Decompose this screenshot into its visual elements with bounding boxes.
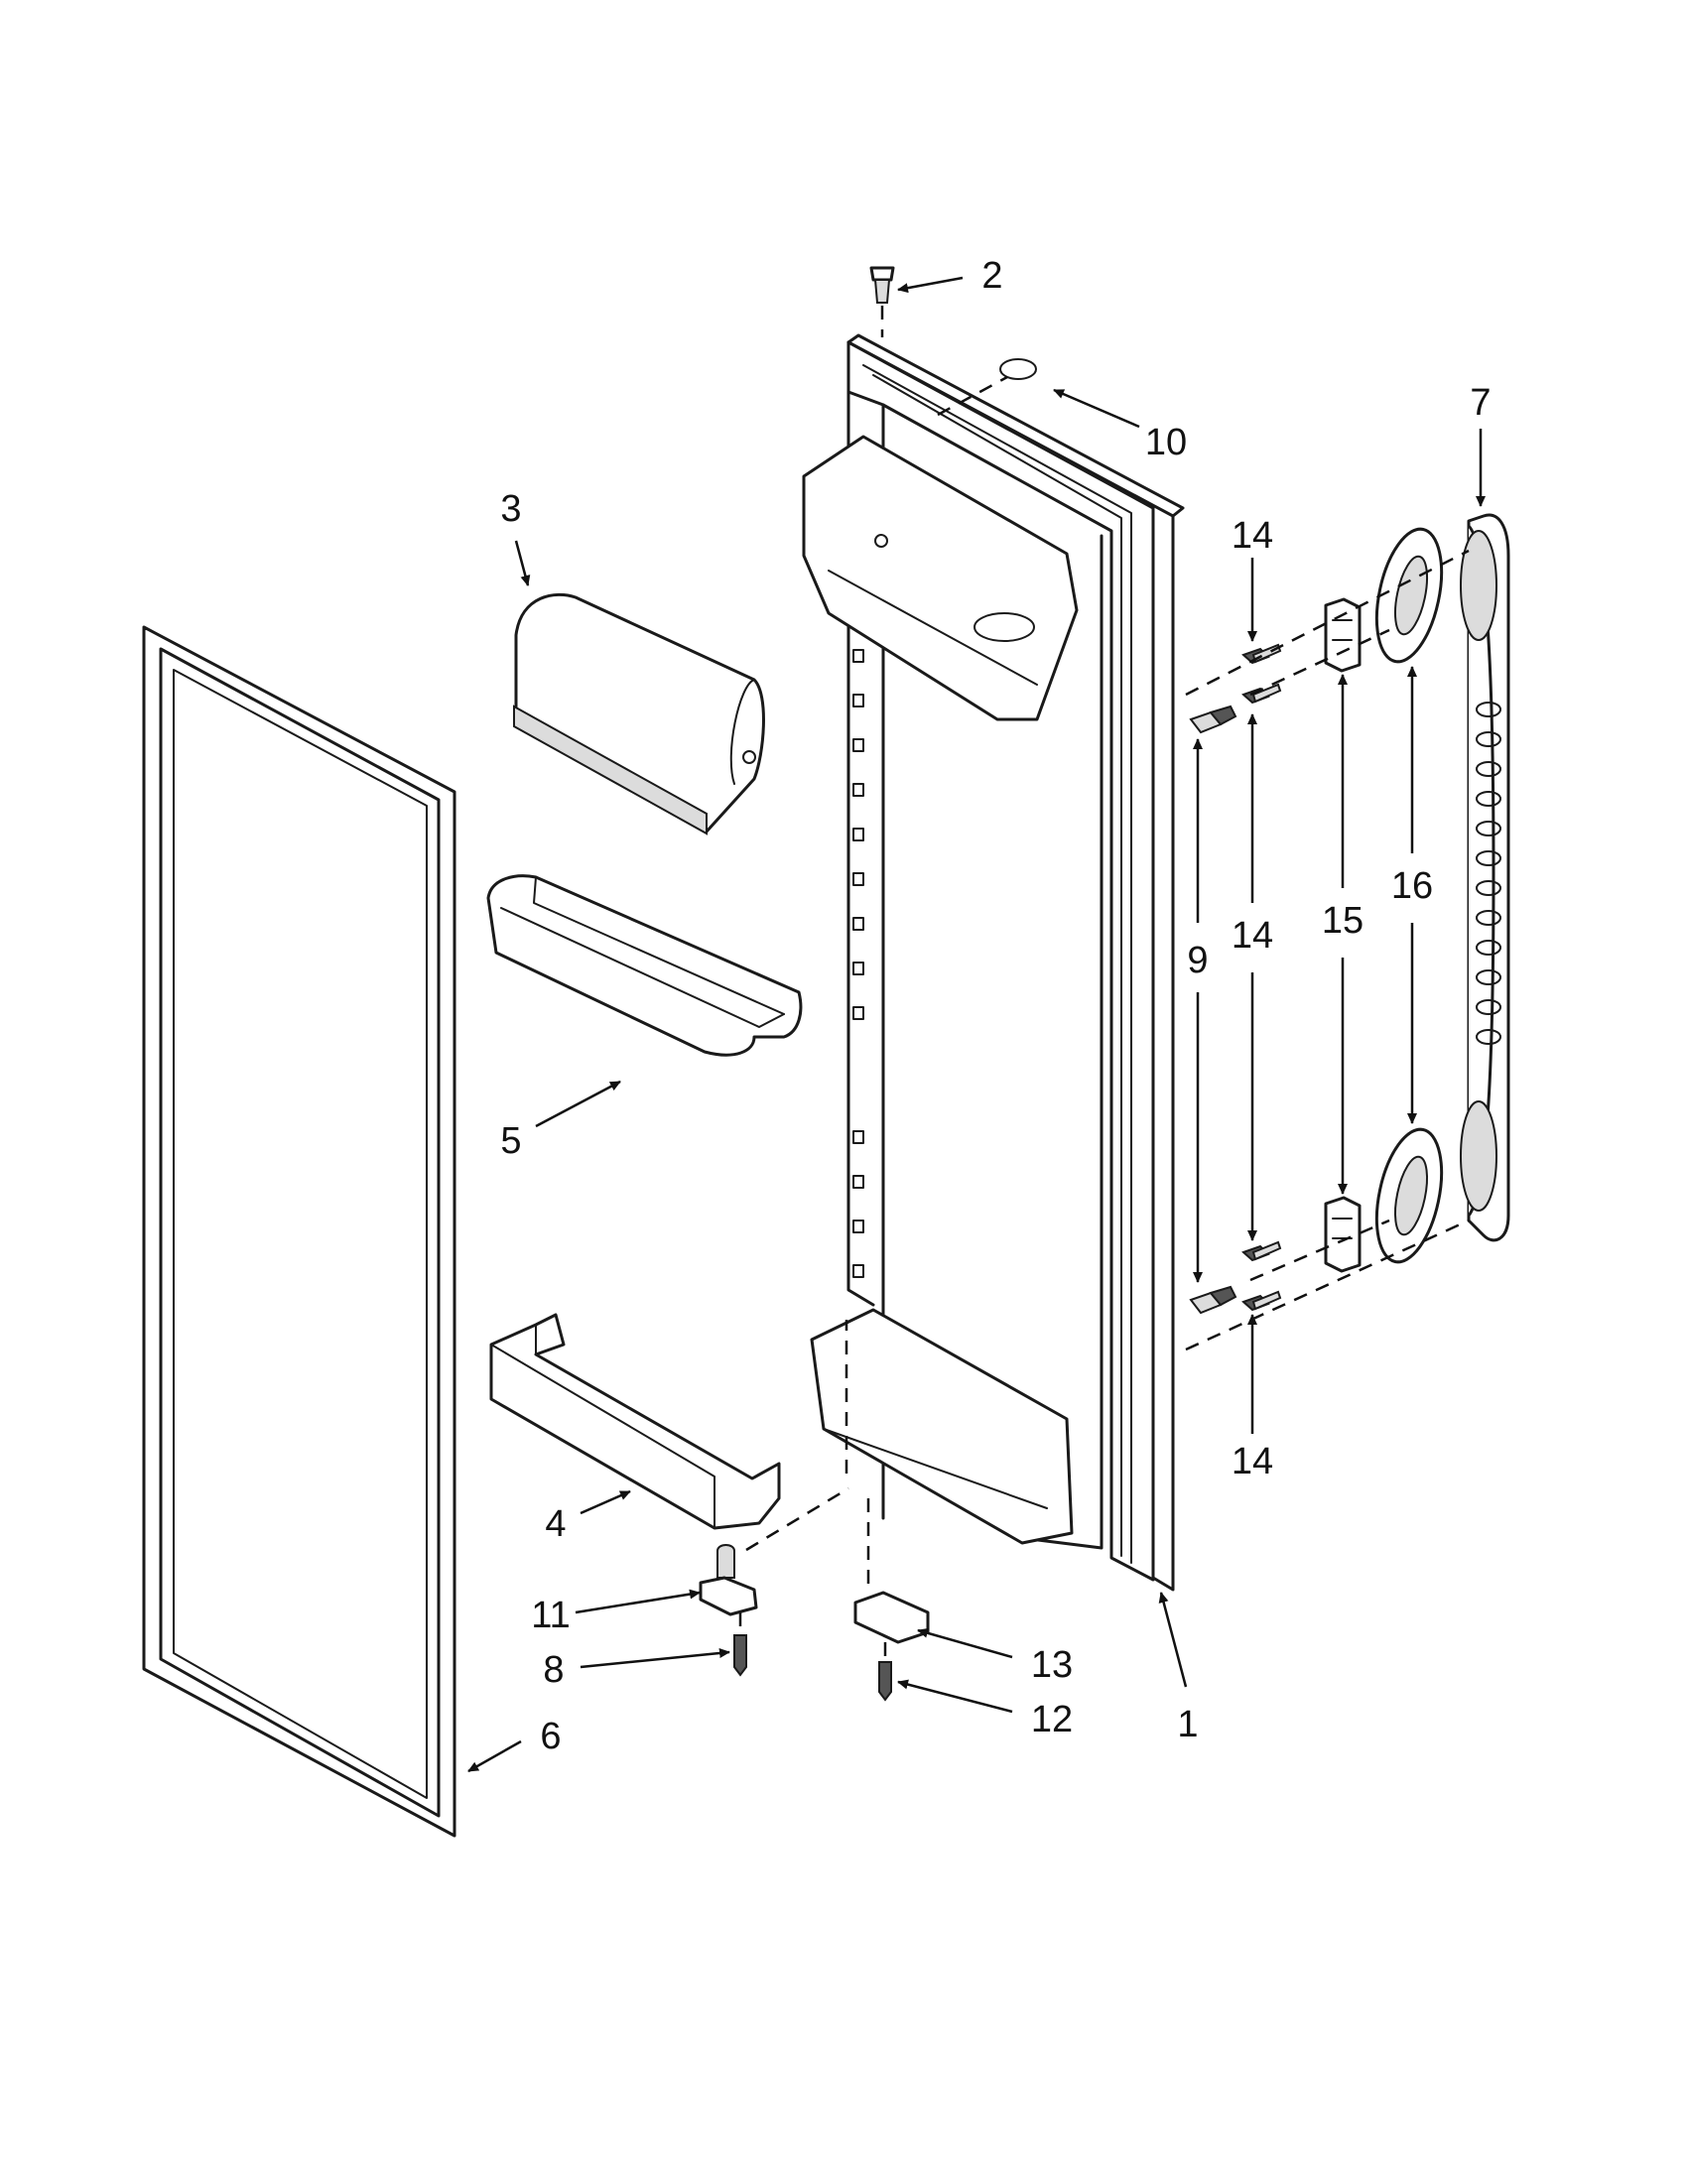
callout-16: 16 — [1391, 865, 1433, 907]
leader-11 — [575, 1589, 701, 1614]
handle-end-cap-bottom — [1374, 1127, 1444, 1264]
leader-6 — [467, 1739, 522, 1773]
door-shelf-supports — [852, 649, 864, 1278]
leader-5 — [535, 1080, 621, 1128]
callout-14-bottom: 14 — [1232, 1441, 1273, 1482]
lower-hinge — [699, 1544, 758, 1616]
callout-11: 11 — [531, 1595, 570, 1636]
leader-1 — [1158, 1592, 1188, 1688]
callout-15: 15 — [1322, 900, 1363, 942]
hinge-bracket — [853, 1591, 930, 1644]
dairy-door — [513, 592, 765, 835]
leader-4 — [580, 1489, 631, 1515]
callout-1: 1 — [1177, 1704, 1198, 1745]
leader-12 — [897, 1679, 1013, 1714]
handle-screw-top-2 — [1241, 683, 1282, 705]
callout-12: 12 — [1031, 1699, 1073, 1740]
door-bin — [486, 874, 803, 1057]
handle-stud-bottom — [1189, 1285, 1237, 1315]
door-shelf — [489, 1313, 781, 1530]
handle-stud-top — [1189, 705, 1237, 734]
callout-5: 5 — [500, 1120, 521, 1162]
handle-bracket-top — [1324, 597, 1362, 673]
handle-screw-bottom-1 — [1241, 1240, 1282, 1262]
door-bottom-shelf — [810, 1308, 1074, 1545]
callout-2: 2 — [981, 255, 1002, 297]
door-plug — [869, 266, 895, 304]
door-o-ring — [999, 358, 1037, 380]
callout-3: 3 — [500, 488, 521, 530]
leader-2 — [897, 276, 964, 294]
leader-8 — [580, 1648, 730, 1669]
door-gasket — [142, 625, 456, 1838]
handle-end-cap-top — [1374, 527, 1444, 664]
hinge-screw — [733, 1634, 747, 1677]
callout-6: 6 — [540, 1716, 561, 1757]
callout-9: 9 — [1187, 940, 1208, 981]
door-panel — [802, 333, 1185, 1592]
callout-8: 8 — [543, 1649, 564, 1691]
callout-10: 10 — [1145, 422, 1187, 463]
leader-13 — [917, 1627, 1013, 1659]
leader-3 — [514, 540, 531, 586]
callout-14-middle: 14 — [1232, 915, 1273, 957]
bracket-screw — [878, 1661, 892, 1702]
handle-screw-bottom-2 — [1241, 1290, 1282, 1312]
callout-13: 13 — [1031, 1644, 1073, 1686]
handle-screw-top-1 — [1241, 643, 1282, 665]
door-handle — [1460, 513, 1510, 1242]
callout-4: 4 — [545, 1503, 566, 1545]
door-top-compartment — [802, 435, 1079, 721]
handle-grip-dimples — [1476, 702, 1501, 1045]
callout-14-top: 14 — [1232, 515, 1273, 557]
leader-10 — [1053, 388, 1140, 429]
callout-7: 7 — [1470, 382, 1491, 424]
handle-bracket-bottom — [1324, 1196, 1362, 1273]
